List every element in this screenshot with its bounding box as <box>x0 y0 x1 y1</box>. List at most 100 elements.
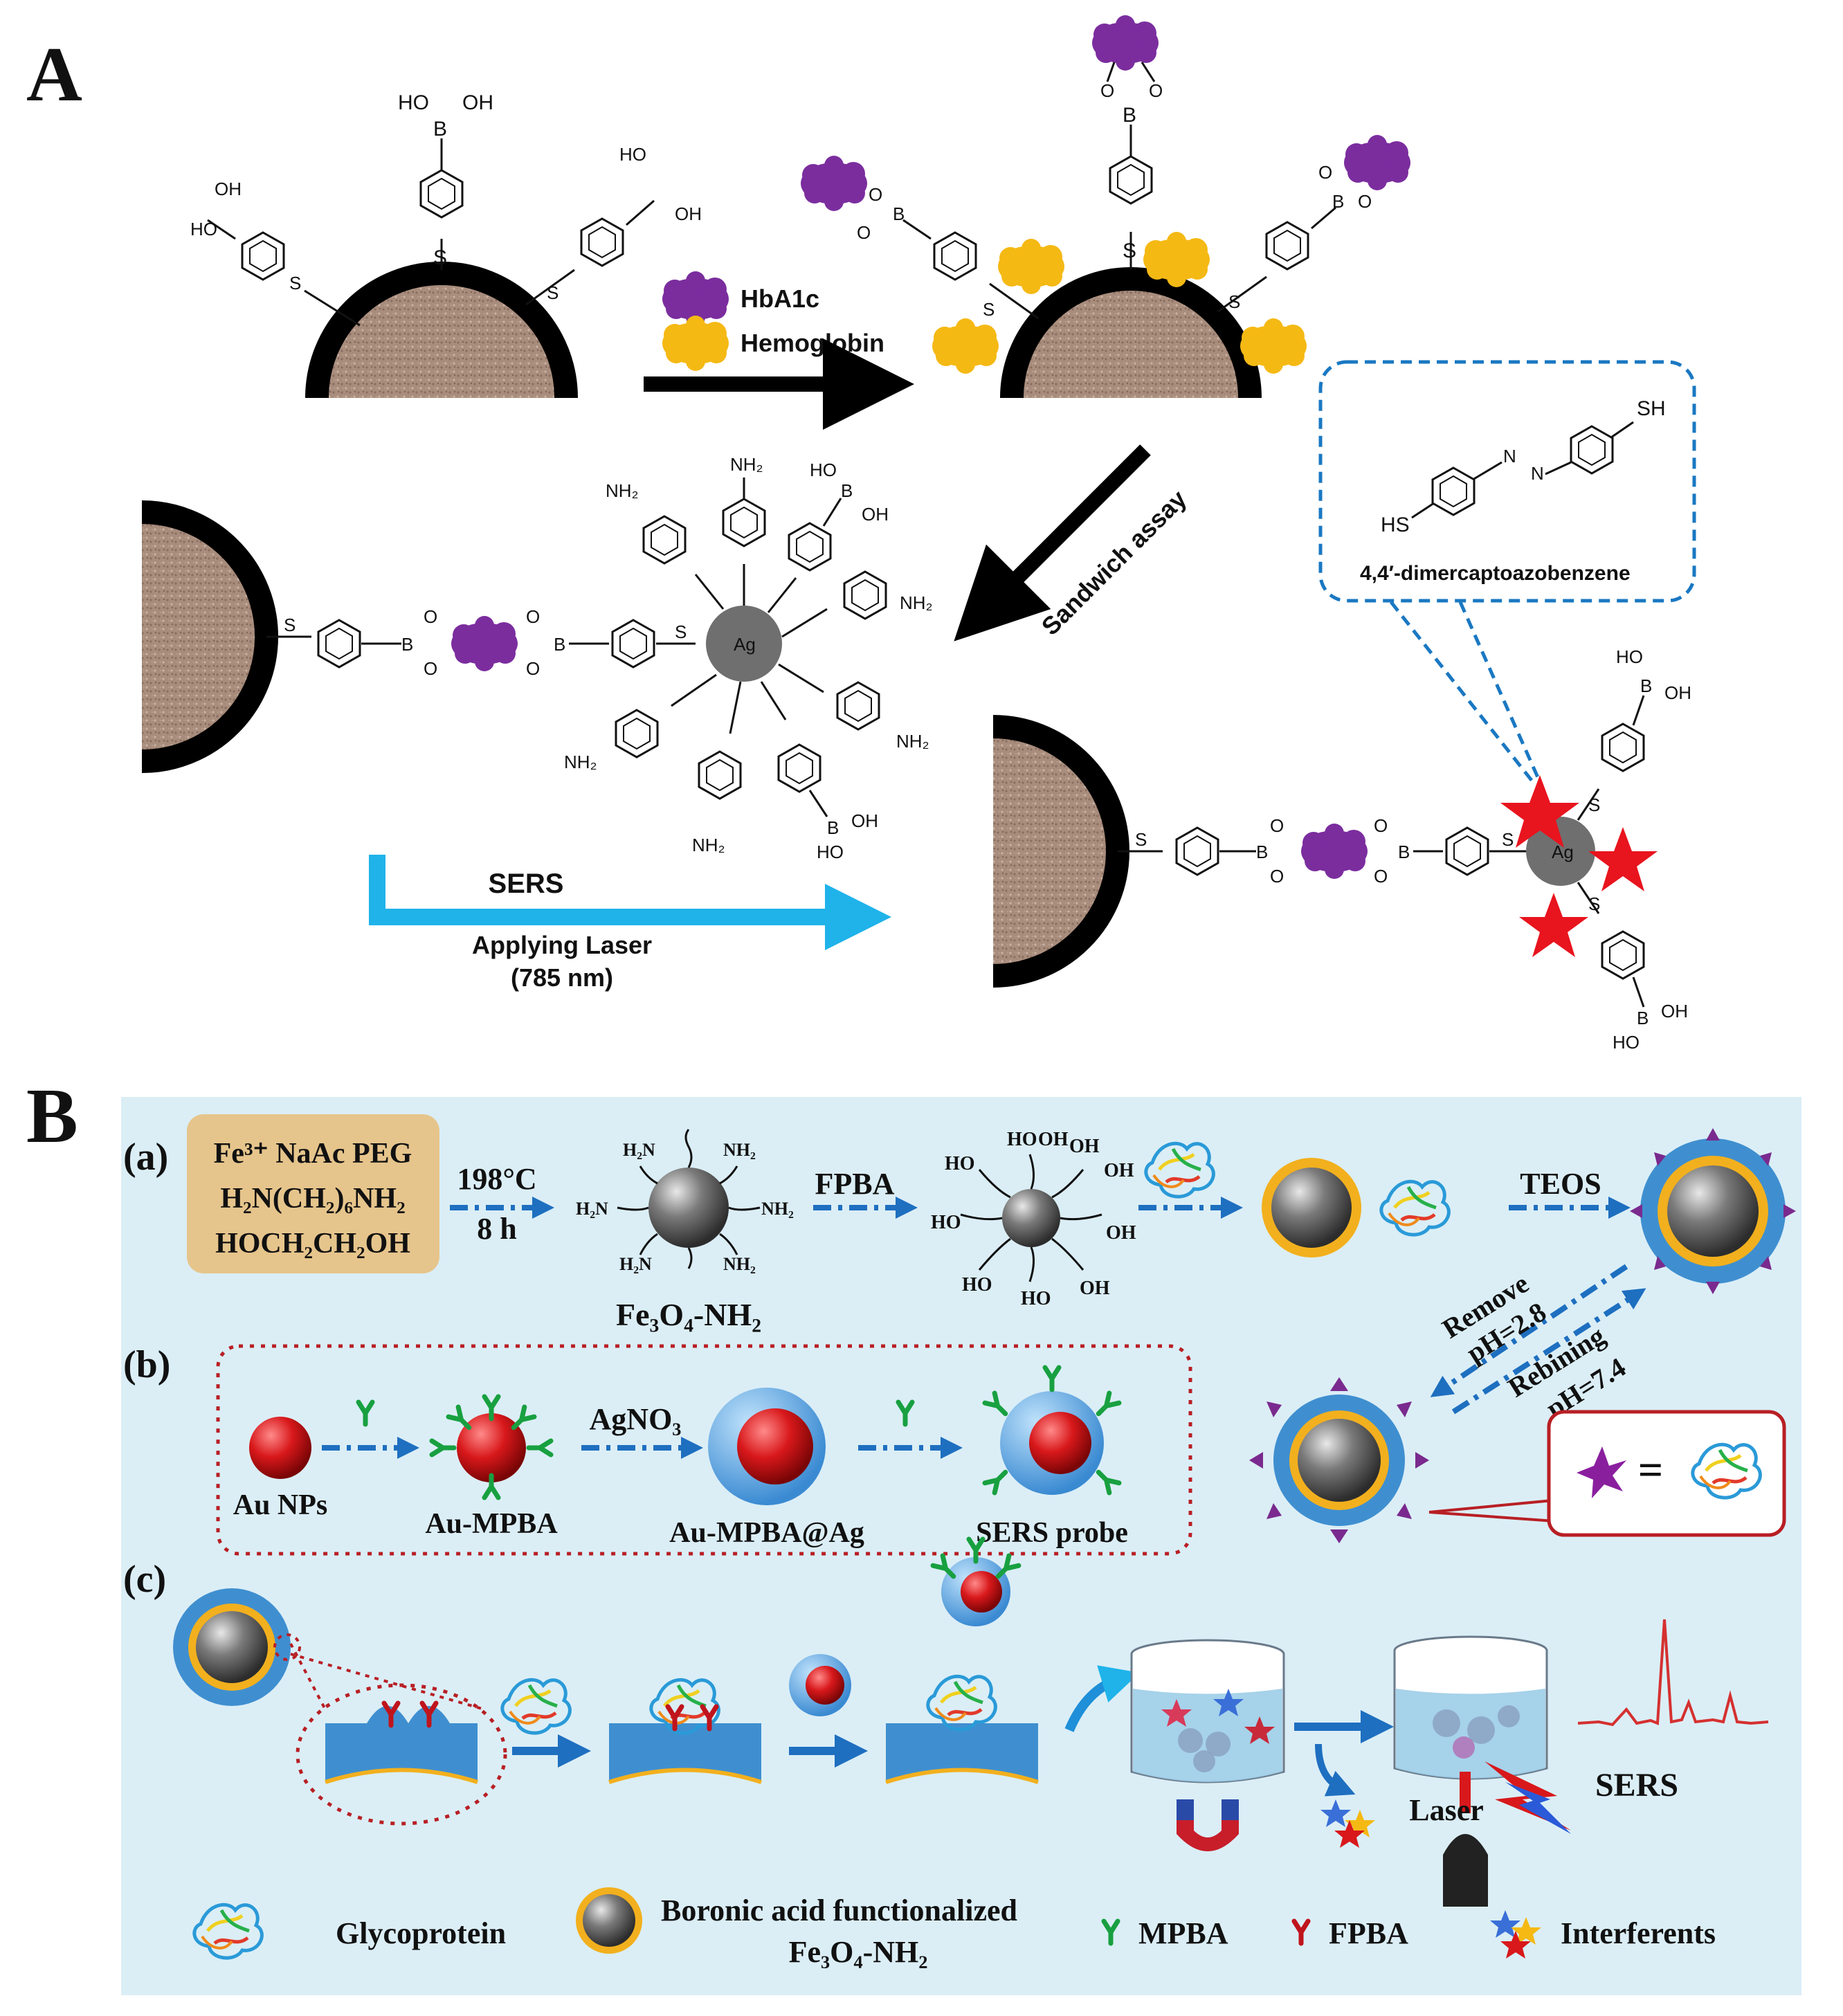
ho-label: HO <box>398 91 429 114</box>
nitrogen-label: N <box>1531 463 1544 484</box>
ho-label: HO <box>1613 1032 1640 1053</box>
ag-nanoparticle <box>1526 817 1595 886</box>
laser-source <box>1443 1855 1488 1907</box>
fe3o4-nh2-label: Fe₃O₄-NH₂ <box>616 1297 761 1332</box>
hydroxyl-label: HO <box>962 1274 992 1296</box>
oxygen-label: O <box>424 606 437 627</box>
amine-label: NH₂ <box>692 835 725 855</box>
oxygen-label: O <box>1374 815 1388 836</box>
oh-label: OH <box>675 203 702 224</box>
sulfur-label: S <box>547 282 559 303</box>
boron-label: B <box>401 634 413 655</box>
legend-fpba: FPBA <box>1329 1916 1408 1950</box>
amine-label: H₂N <box>619 1254 652 1274</box>
hydroxyl-label: HO <box>1021 1288 1051 1309</box>
fpba-particle: HO OH OH OH OH OH HO HO HO HO <box>931 1129 1136 1309</box>
hemoglobin-icon <box>662 316 729 371</box>
protein-legend-callout: = <box>1428 1410 1786 1537</box>
boron-label: B <box>554 634 565 655</box>
laser-wavelength-label: (785 nm) <box>511 963 613 992</box>
amine-label: NH₂ <box>564 752 597 772</box>
panel-a: A S B HO OH S HO OH S HO OH <box>26 15 1696 1053</box>
row-a-label: (a) <box>123 1136 168 1179</box>
sh-label: SH <box>1637 397 1666 420</box>
sers-label: SERS <box>489 869 564 899</box>
sers-probe: SERS probe <box>976 1368 1128 1549</box>
sandwich-assay-step: Sandwich assay <box>954 444 1192 642</box>
oxygen-label: O <box>526 606 540 627</box>
temperature-label: 198°C <box>457 1162 536 1196</box>
sulfur-label: S <box>289 273 301 293</box>
au-nps-label: Au NPs <box>233 1489 328 1521</box>
row-c-label: (c) <box>123 1558 166 1601</box>
amine-label: H₂N <box>623 1140 655 1160</box>
boron-label: B <box>893 203 905 224</box>
dmab-reporter-stars <box>1500 775 1658 957</box>
probe-icon-c <box>789 1654 851 1716</box>
hs-label: HS <box>1381 514 1410 536</box>
ho-label: HO <box>190 219 217 239</box>
reagents-line-1: Fe³⁺ NaAc PEG <box>214 1138 412 1170</box>
amine-label: H₂N <box>576 1199 608 1219</box>
row-b-label: (b) <box>123 1343 170 1386</box>
oh-label: OH <box>851 810 878 831</box>
oxygen-label: O <box>1149 80 1163 101</box>
probe-synthesis-box <box>216 1344 1192 1556</box>
imprinted-particle <box>1630 1128 1796 1294</box>
sers-step: SERS Applying Laser (785 nm) <box>369 855 891 992</box>
panel-b-label: B <box>26 1073 78 1159</box>
oh-label: OH <box>462 91 493 114</box>
agno3-label: AgNO₃ <box>590 1402 682 1436</box>
legend-hemoglobin: Hemoglobin <box>741 329 884 357</box>
legend-interferents-icon <box>1490 1910 1541 1959</box>
fpba-step-label: FPBA <box>815 1167 895 1201</box>
hba1c-icon <box>1301 824 1368 879</box>
hydroxyl-label: HO <box>1007 1129 1037 1150</box>
hydroxyl-label: OH <box>1038 1129 1069 1150</box>
amine-label: NH₂ <box>723 1254 756 1274</box>
au-mpba: Au-MPBA <box>425 1397 558 1540</box>
panel-a-label: A <box>26 32 82 118</box>
hemoglobin-icon <box>998 239 1064 294</box>
oh-label: OH <box>1664 682 1691 703</box>
oxygen-label: O <box>1318 162 1332 183</box>
sulfur-label: S <box>1588 893 1600 914</box>
cavity-with-protein <box>608 1680 762 1784</box>
ho-label: HO <box>619 144 646 165</box>
interferent-removal-arrow <box>1315 1743 1356 1797</box>
hba1c-icon <box>1092 15 1159 71</box>
sulfur-label: S <box>284 615 296 635</box>
hydroxyl-label: HO <box>945 1153 975 1174</box>
boron-label: B <box>1332 191 1344 212</box>
oxygen-label: O <box>424 658 437 679</box>
ag-label: Ag <box>734 634 756 655</box>
sulfur-label: S <box>1588 794 1600 815</box>
legend-glycoprotein: Glycoprotein <box>336 1916 506 1950</box>
teos-label: TEOS <box>1520 1167 1601 1201</box>
sers-spectrum: SERS <box>1577 1619 1769 1804</box>
panel-b-legend: Glycoprotein Boronic acid functionalized… <box>194 1887 1716 1969</box>
beaker-with-magnet <box>1130 1639 1285 1851</box>
template-removed-particle <box>1249 1377 1429 1543</box>
boron-label: B <box>841 480 853 501</box>
oxygen-label: O <box>1270 815 1284 836</box>
boron-label: B <box>1123 104 1136 127</box>
dmab-inset: N N HS SH 4,4′-dimercaptoazobenzene <box>1318 360 1696 783</box>
sulfur-label: S <box>1135 829 1147 850</box>
removed-interferents <box>1320 1799 1375 1848</box>
oxygen-label: O <box>1358 191 1372 212</box>
boron-label: B <box>1256 842 1268 862</box>
time-label: 8 h <box>477 1212 516 1246</box>
sulfur-label: S <box>433 246 447 269</box>
boron-label: B <box>827 817 839 838</box>
sulfur-label: S <box>1502 829 1514 850</box>
amine-label: NH₂ <box>761 1199 794 1219</box>
sandwich-complex: S B O O O O B S Ag <box>141 454 933 862</box>
particle-with-proteins: S B O O S B O O S B O O <box>801 15 1410 399</box>
oxygen-label: O <box>1270 866 1284 887</box>
ho-label: HO <box>817 842 844 862</box>
amine-label: NH₂ <box>730 454 763 475</box>
mip-particle-small <box>173 1588 301 1706</box>
reagents-line-2: H₂N(CH₂)₆NH₂ <box>220 1183 405 1215</box>
